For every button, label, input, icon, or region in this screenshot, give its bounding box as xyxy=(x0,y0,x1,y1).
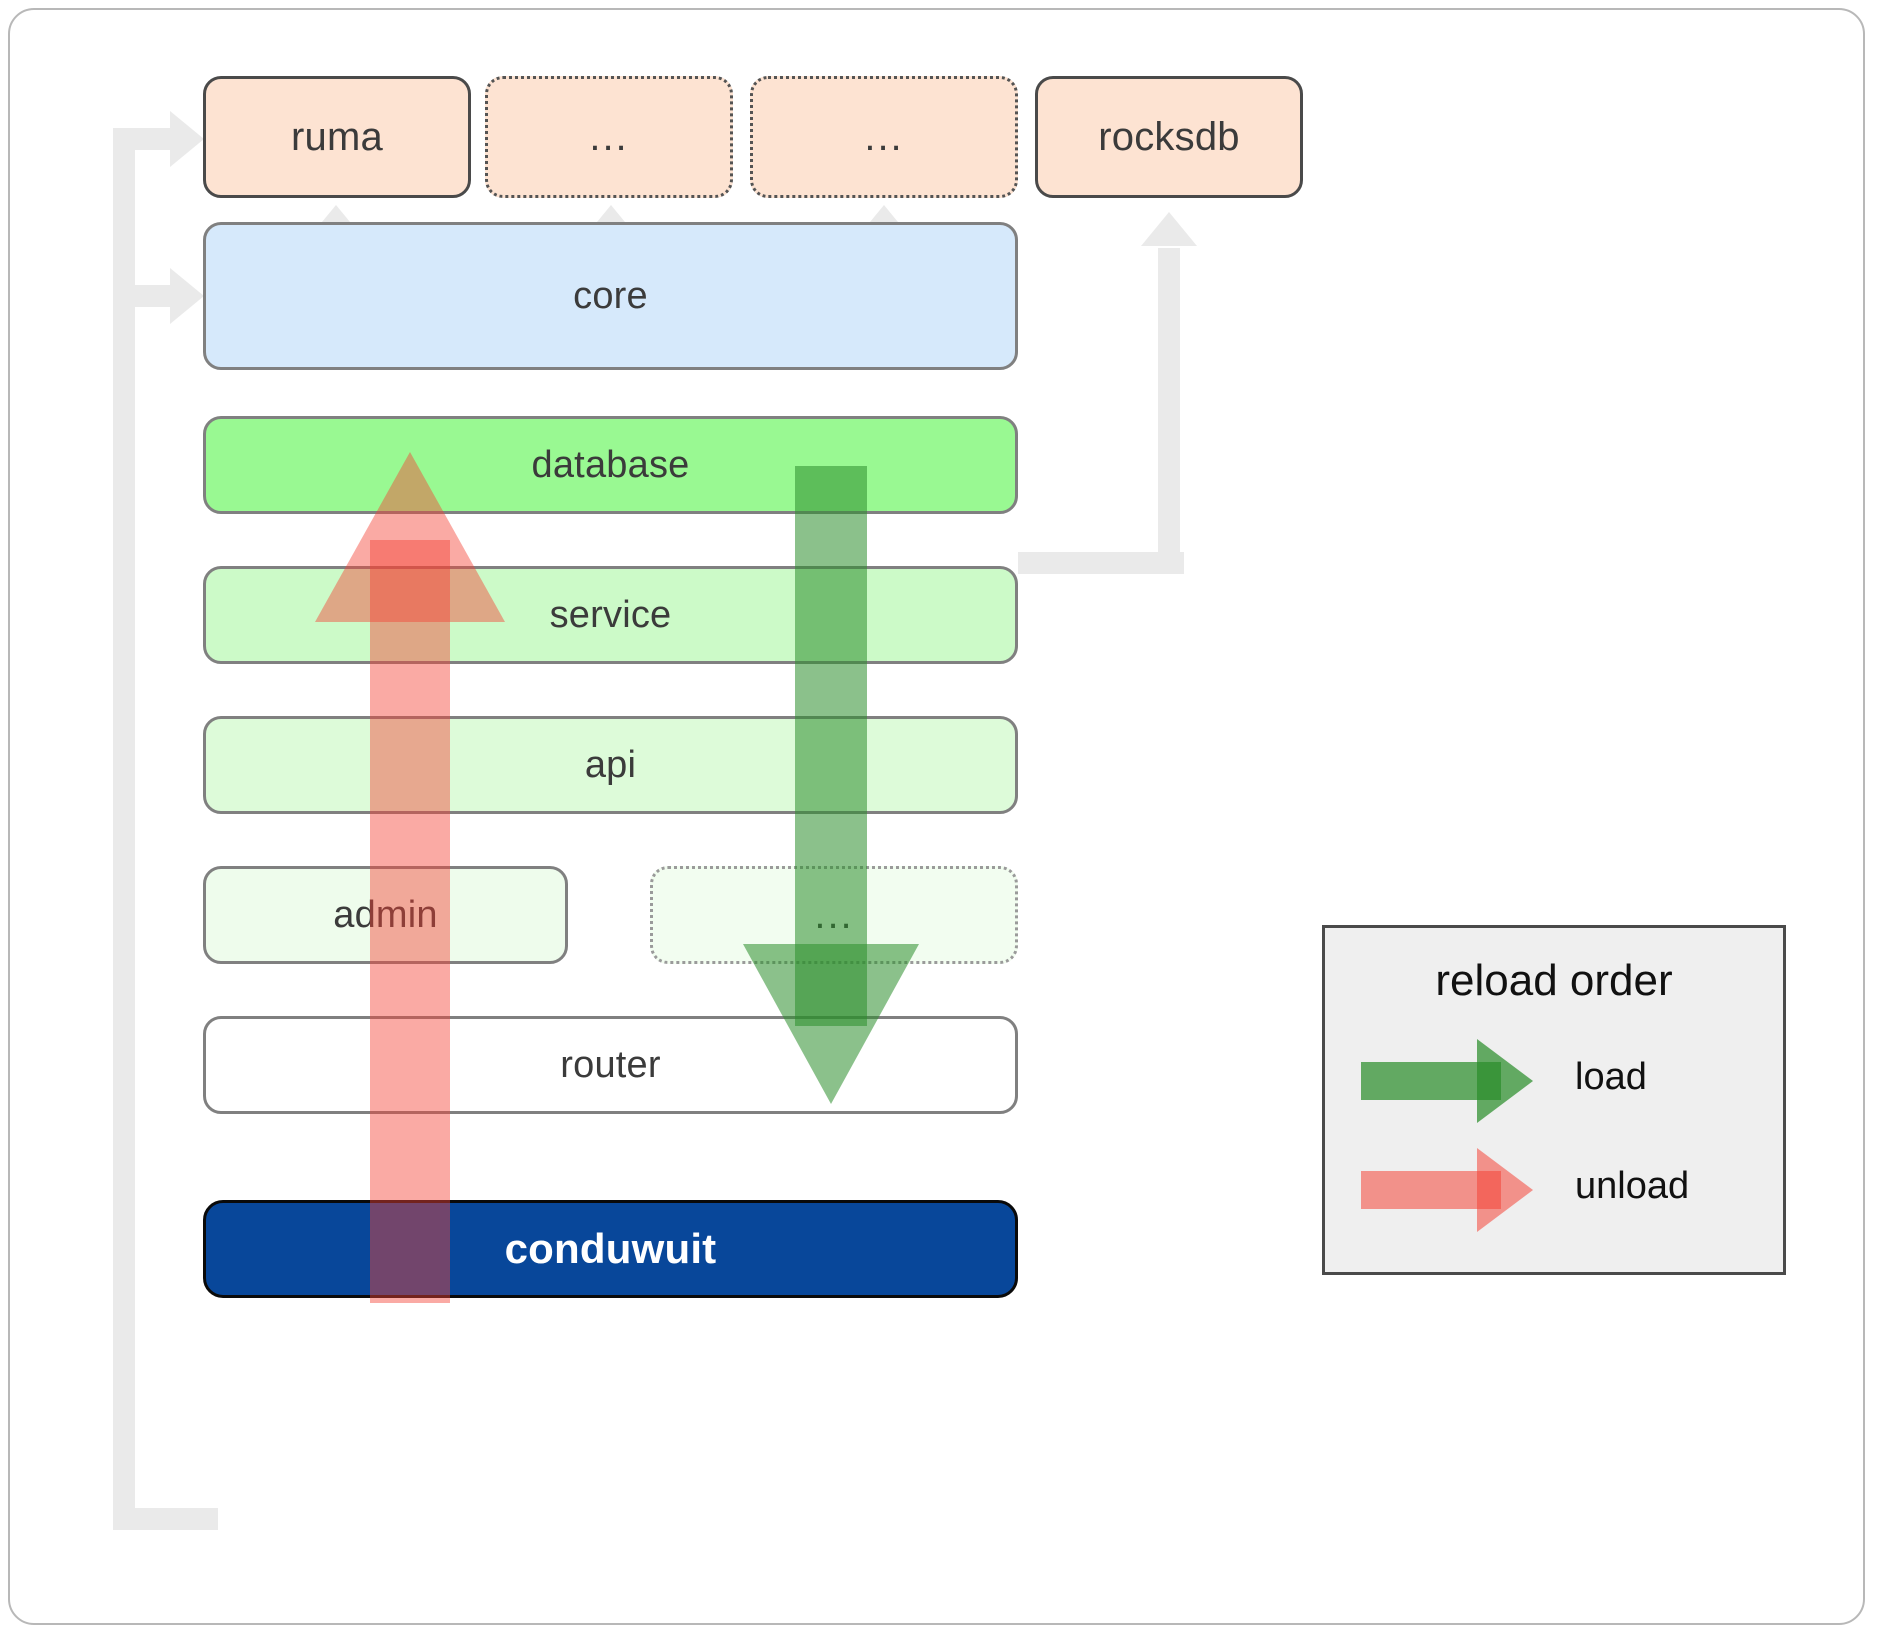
crate-label-database: database xyxy=(531,443,690,486)
connector-branch-ruma xyxy=(113,128,175,150)
arrow-up-icon-rocksdb xyxy=(1141,212,1197,246)
dependency-box-more-1[interactable]: ... xyxy=(485,76,733,198)
crate-box-service[interactable]: service xyxy=(203,566,1018,664)
dependency-label-more-1: ... xyxy=(589,115,629,159)
dependency-box-rocksdb[interactable]: rocksdb xyxy=(1035,76,1303,198)
connector-bottom-to-conduwuit xyxy=(113,1508,218,1530)
crate-label-core: core xyxy=(573,274,648,317)
dependency-label-more-2: ... xyxy=(864,115,904,159)
connector-database-to-rocksdb-v xyxy=(1158,248,1180,568)
crate-box-api[interactable]: api xyxy=(203,716,1018,814)
crate-label-router: router xyxy=(560,1043,661,1086)
crate-label-service: service xyxy=(549,593,672,636)
legend-unload-arrow-head xyxy=(1477,1148,1533,1232)
arrow-right-icon-core xyxy=(170,268,204,324)
app-box-conduwuit[interactable]: conduwuit xyxy=(203,1200,1018,1298)
crate-label-api: api xyxy=(584,743,637,786)
legend-title: reload order xyxy=(1435,956,1673,1005)
unload-arrow-head xyxy=(315,452,505,622)
legend-panel: reload order load unload xyxy=(1322,925,1786,1275)
crate-box-core[interactable]: core xyxy=(203,222,1018,370)
arrow-right-icon-ruma xyxy=(170,111,204,167)
unload-arrow-shaft xyxy=(370,540,450,1303)
dependency-box-more-2[interactable]: ... xyxy=(750,76,1018,198)
connector-database-to-rocksdb-h xyxy=(1018,552,1184,574)
legend-unload-label: unload xyxy=(1575,1165,1690,1207)
legend-load-label: load xyxy=(1575,1056,1647,1098)
dependency-label-rocksdb: rocksdb xyxy=(1098,114,1240,159)
load-arrow-shaft xyxy=(795,466,867,1026)
connector-left-trunk xyxy=(113,130,135,1530)
connector-branch-core xyxy=(113,285,175,307)
load-arrow-head xyxy=(743,944,919,1104)
dependency-label-ruma: ruma xyxy=(291,114,383,159)
legend-load-arrow-head xyxy=(1477,1039,1533,1123)
app-label-conduwuit: conduwuit xyxy=(504,1225,717,1272)
dependency-box-ruma[interactable]: ruma xyxy=(203,76,471,198)
